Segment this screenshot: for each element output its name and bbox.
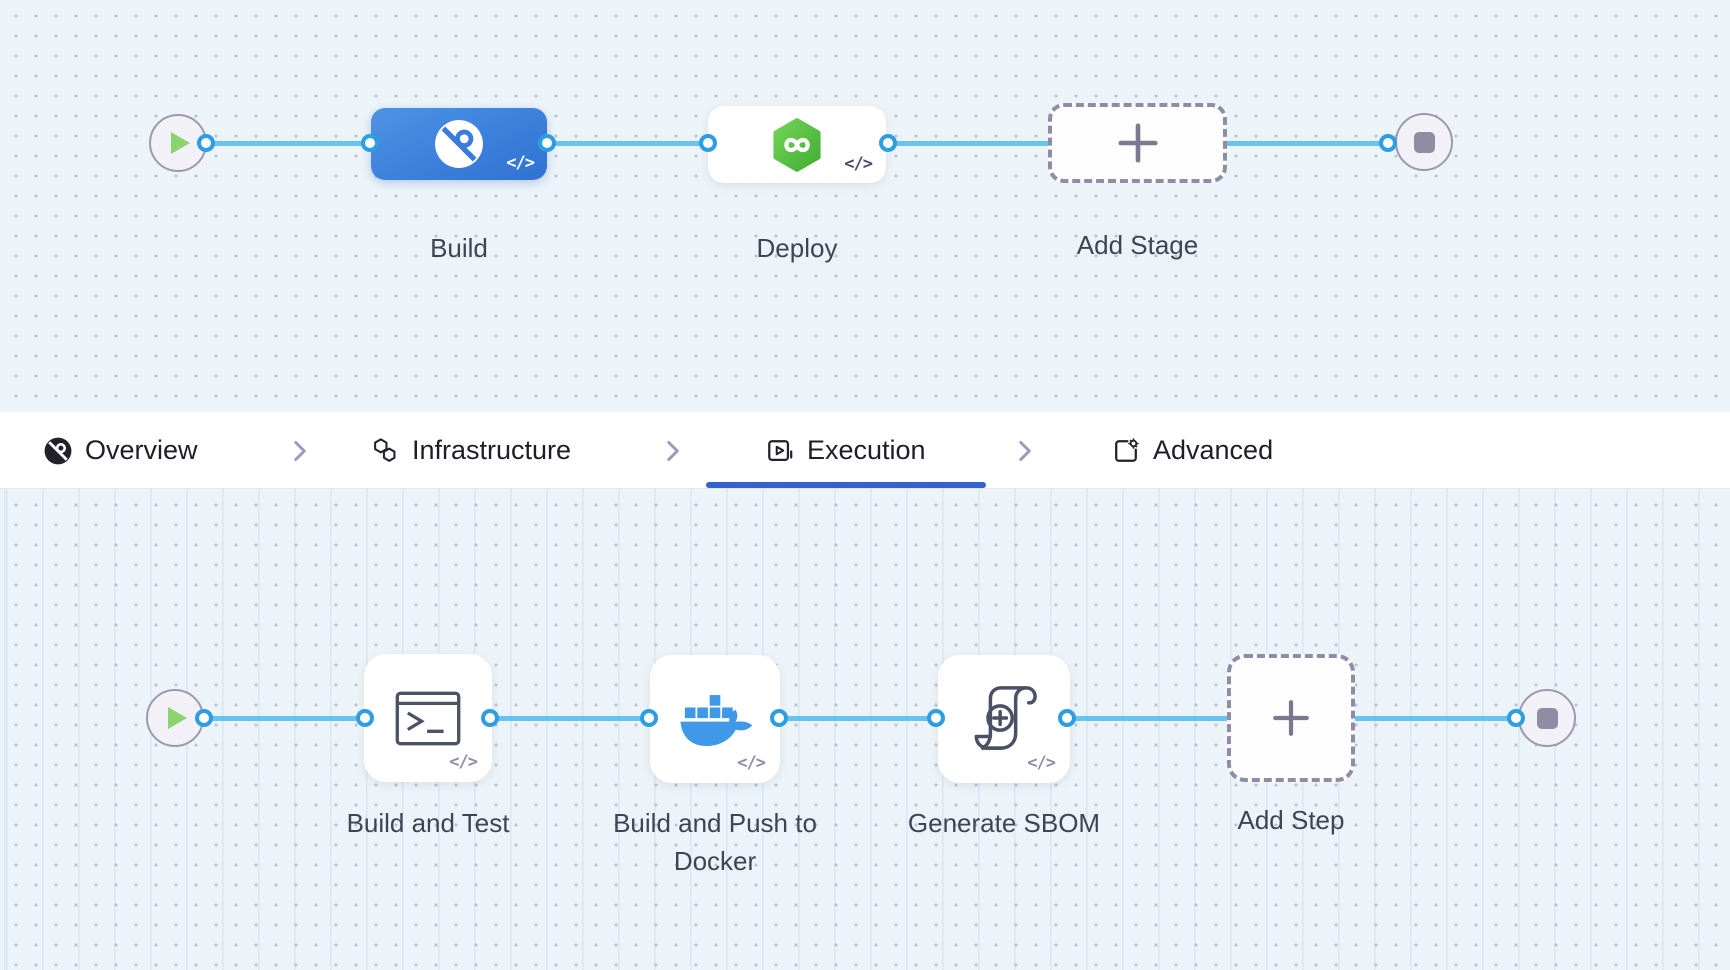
connector-port[interactable]: [538, 134, 556, 152]
connector-port[interactable]: [640, 709, 658, 727]
step-label: Build and Test: [346, 808, 510, 838]
tab-advanced[interactable]: Advanced: [1112, 412, 1273, 489]
chevron-right-icon: [667, 440, 679, 462]
code-view-badge: </>: [844, 154, 873, 174]
connector-port[interactable]: [699, 134, 717, 152]
execution-icon: [768, 439, 793, 461]
tab-label: Overview: [85, 435, 198, 465]
connector-port[interactable]: [1379, 134, 1397, 152]
active-tab-underline: [706, 482, 986, 488]
code-view-badge: </>: [506, 153, 535, 173]
stage-canvas: </> </> Buil: [0, 0, 1730, 412]
step-node-build-and-test[interactable]: </>: [364, 654, 492, 782]
terminal-icon: [395, 691, 461, 745]
add-step-label: Add Step: [1237, 805, 1345, 835]
step-node-generate-sbom[interactable]: </>: [938, 655, 1070, 783]
connector-port[interactable]: [481, 709, 499, 727]
connector-port[interactable]: [770, 709, 788, 727]
code-view-badge: </>: [1027, 753, 1056, 773]
stage-node-deploy[interactable]: </>: [708, 106, 886, 183]
connector-port[interactable]: [879, 134, 897, 152]
connector-port[interactable]: [927, 709, 945, 727]
stage-config-tabbar: Overview Infrastructure Execution: [0, 412, 1730, 489]
step-connector-line: [204, 716, 1516, 721]
docker-icon: [680, 695, 753, 747]
add-stage-label: Add Stage: [1076, 230, 1199, 260]
code-view-badge: </>: [449, 752, 478, 772]
step-node-build-and-push-to-docker[interactable]: </>: [650, 655, 780, 783]
stop-icon: [1413, 131, 1435, 153]
connector-port[interactable]: [195, 709, 213, 727]
tab-label: Advanced: [1153, 435, 1274, 465]
stage-label: Build: [430, 233, 488, 263]
connector-port[interactable]: [197, 134, 215, 152]
step-label: Generate SBOM: [907, 808, 1101, 838]
execution-canvas: [0, 489, 1730, 970]
sbom-scroll-icon: [974, 686, 1037, 750]
chevron-right-icon: [1019, 440, 1031, 462]
advanced-icon: [1115, 437, 1139, 462]
pipeline-end-node[interactable]: [1395, 113, 1453, 171]
tab-label: Execution: [807, 435, 926, 465]
tab-label: Infrastructure: [412, 435, 572, 465]
tab-overview[interactable]: Overview: [44, 412, 198, 489]
stage-node-build[interactable]: </>: [371, 108, 547, 180]
plus-icon: [1273, 700, 1309, 736]
plus-icon: [1117, 123, 1158, 163]
connector-port[interactable]: [356, 709, 374, 727]
execution-end-node[interactable]: [1518, 689, 1576, 747]
execution-start-node[interactable]: [146, 689, 204, 747]
tab-infrastructure[interactable]: Infrastructure: [371, 412, 571, 489]
tab-execution[interactable]: Execution: [766, 412, 926, 489]
connector-port[interactable]: [361, 134, 379, 152]
connector-port[interactable]: [1507, 709, 1525, 727]
play-icon: [171, 132, 190, 154]
infrastructure-icon: [374, 437, 396, 462]
step-label: Build and Push to Docker: [613, 808, 817, 876]
code-view-badge: </>: [737, 753, 766, 773]
add-step-button[interactable]: [1227, 654, 1355, 782]
overview-icon: [44, 437, 72, 464]
connector-port[interactable]: [1058, 709, 1076, 727]
play-icon: [168, 707, 187, 729]
stage-label: Deploy: [756, 233, 838, 263]
stop-icon: [1536, 707, 1558, 729]
add-stage-button[interactable]: [1048, 103, 1227, 183]
cd-deploy-icon: [773, 117, 821, 172]
chevron-right-icon: [294, 440, 306, 462]
ci-build-icon: [435, 120, 483, 168]
